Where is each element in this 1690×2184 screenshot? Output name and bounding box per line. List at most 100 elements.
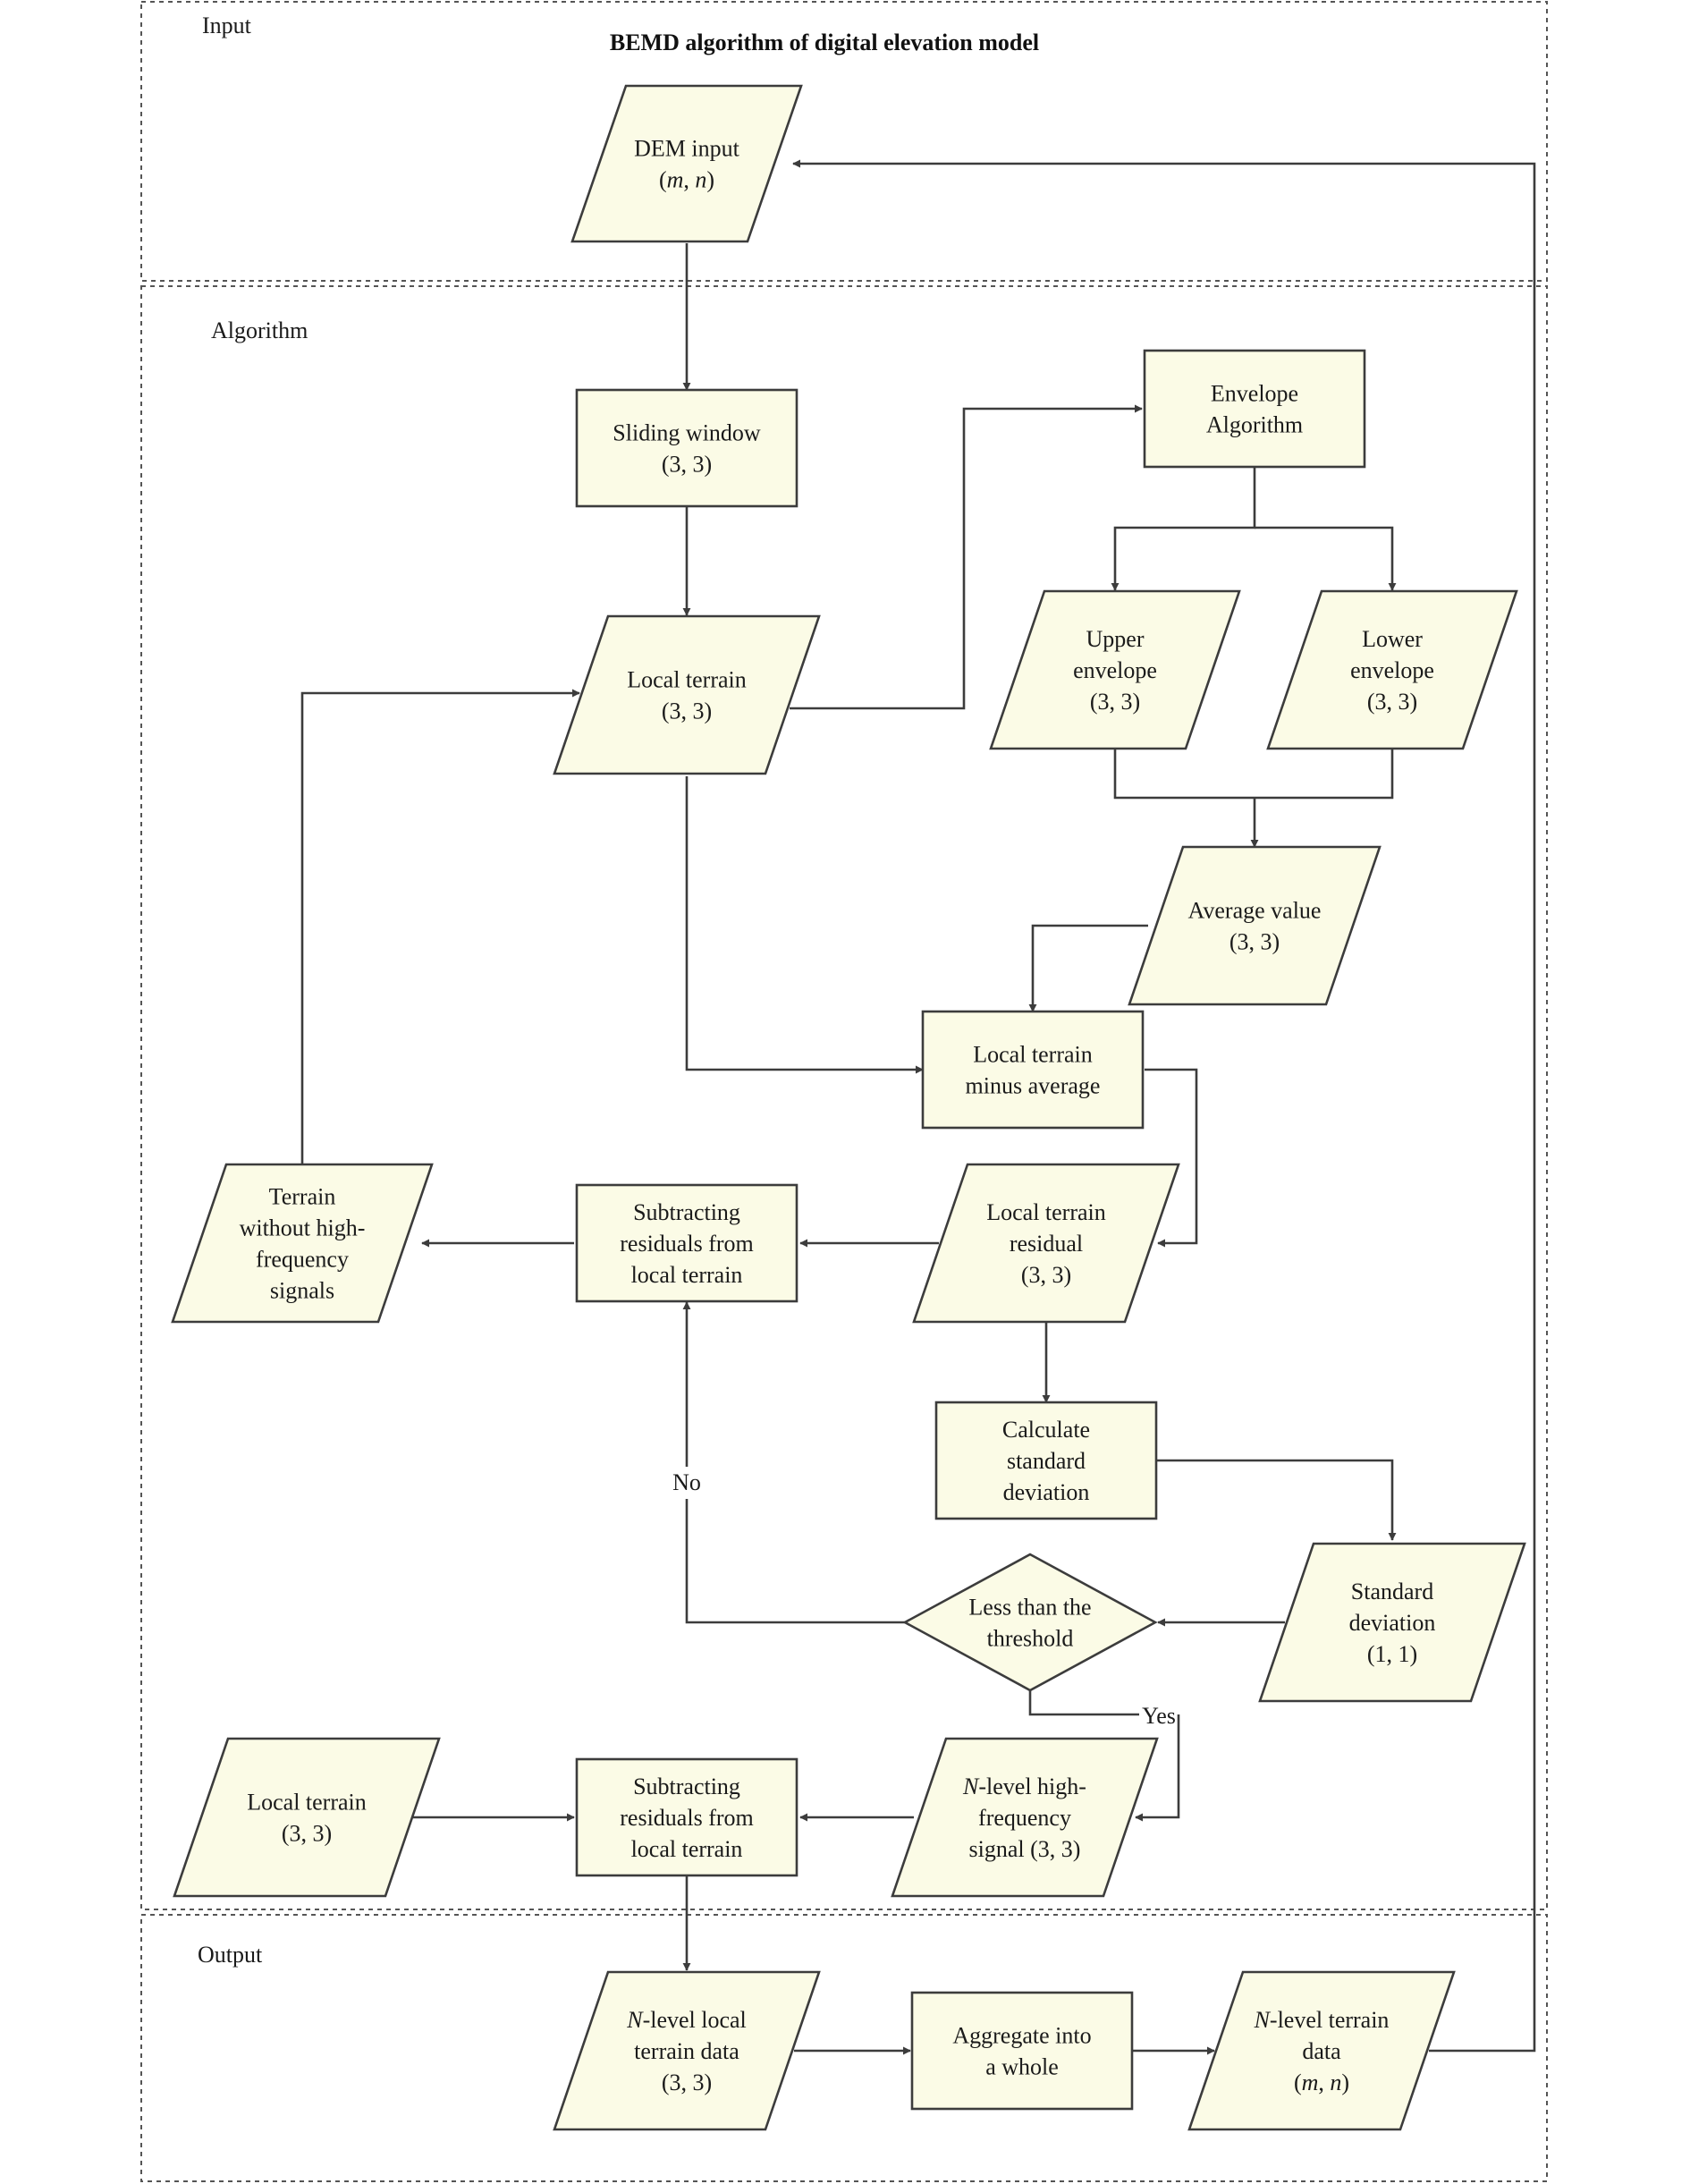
node-label-line: N-level local (626, 2007, 747, 2033)
node-shape (575, 1183, 799, 1303)
edges (300, 159, 1536, 2055)
edge-envelope-to-lower (1255, 526, 1397, 591)
node-shape (891, 1737, 1159, 1898)
no-label-bg (663, 1467, 710, 1499)
node-label-line: DEM input (634, 136, 740, 162)
node-shape (902, 1553, 1158, 1692)
nodes: DEM input (m, n) Sliding window (3, 3) Local… (171, 84, 1526, 2131)
node-label-line: deviation (1349, 1610, 1436, 1636)
node-label-line: terrain data (634, 2038, 739, 2064)
node-dem-input: DEM input (m, n) (570, 84, 803, 243)
node-local-terrain-top: Local terrain(3, 3) (553, 614, 821, 775)
node-lower-envelope: Lower envelope (3, 3) (1266, 589, 1518, 750)
node-shape (1143, 349, 1366, 469)
node-n-level-hf-signal: N-level high-frequency signal (3, 3) (891, 1737, 1159, 1898)
node-label-line: Calculate (1002, 1417, 1090, 1443)
node-label-line: Average value (1188, 898, 1322, 924)
edge-threshold-no (682, 1301, 905, 1624)
node-label-line: Sliding window (613, 420, 761, 446)
yes-label: Yes (1142, 1703, 1176, 1729)
node-label-line: standard (1007, 1448, 1086, 1474)
node-shape (912, 1163, 1180, 1324)
node-label-line: Local terrain (247, 1790, 367, 1816)
node-shape (934, 1401, 1158, 1520)
node-calculate-std: Calculate standard deviation (934, 1401, 1158, 1520)
node-label-line: (3, 3) (1229, 929, 1280, 955)
node-standard-deviation: Standard deviation (1, 1) (1258, 1542, 1526, 1703)
node-label-line: N-level terrain (1254, 2007, 1390, 2033)
node-terrain-without-hf: Terrain without high-frequency signals (171, 1163, 434, 1324)
node-label-line: signals (270, 1278, 334, 1304)
node-shape (553, 1970, 821, 2131)
node-n-level-terrain-data: N-level terrain data (m, n) (1187, 1970, 1456, 2131)
edge-threshold-yes (1028, 1690, 1180, 1817)
node-label-line: residuals from (620, 1805, 753, 1831)
node-label-line: (3, 3) (662, 452, 712, 478)
node-label-line: Lower (1362, 626, 1423, 652)
node-less-than-threshold: Less than the threshold (902, 1553, 1158, 1692)
node-label-line: (3, 3) (1367, 689, 1417, 715)
edge-local-to-minus (685, 776, 924, 1074)
node-label-line: residuals from (620, 1231, 753, 1257)
node-label-line: data (1302, 2038, 1341, 2064)
edge-local-to-envelope (790, 404, 1143, 710)
node-local-terrain-bottom: Local terrain (3, 3) (173, 1737, 441, 1898)
node-label-line: (3, 3) (662, 2070, 712, 2095)
node-label-line: (3, 3) (282, 1821, 332, 1847)
node-label-line: a whole (985, 2054, 1059, 2080)
node-label-line: Terrain (269, 1184, 336, 1210)
algorithm-region-label: Algorithm (211, 317, 308, 343)
edge-upper-lower-to-average (1113, 749, 1394, 847)
node-shape (1187, 1970, 1456, 2131)
node-shape (1266, 589, 1518, 750)
node-label-line: (m, n) (1294, 2070, 1349, 2095)
edge-envelope-to-upper (1111, 467, 1256, 591)
edge-average-to-minus (1028, 924, 1148, 1012)
node-shape (173, 1737, 441, 1898)
node-label-line: Envelope (1211, 381, 1298, 407)
edge-terrain-without-to-local (300, 689, 580, 1164)
node-label-line: frequency (978, 1805, 1071, 1831)
node-label-line: threshold (987, 1626, 1074, 1652)
node-label-line: without high- (240, 1215, 366, 1241)
node-label-line: envelope (1350, 657, 1434, 683)
output-region (140, 1914, 1548, 2182)
node-label-line: (m, n) (659, 167, 714, 193)
node-shape (1258, 1542, 1526, 1703)
node-label-line: Standard (1351, 1579, 1433, 1604)
edge-nterrain-to-dem (792, 159, 1536, 2053)
node-label-line: Less than the (968, 1595, 1091, 1621)
node-label-line: Algorithm (1206, 412, 1303, 438)
edge-minus-to-residual (1145, 1068, 1198, 1248)
node-label-line: Subtracting (633, 1773, 740, 1799)
node-shape (570, 84, 803, 243)
node-label-line: deviation (1003, 1479, 1090, 1505)
node-label-line: frequency (256, 1247, 349, 1273)
node-label-line: Aggregate into (952, 2023, 1091, 2049)
node-label-line: (1, 1) (1367, 1641, 1417, 1667)
node-shape (1128, 845, 1382, 1006)
node-shape (910, 1991, 1134, 2111)
node-label-line: (3, 3) (1090, 689, 1140, 715)
input-region (140, 1, 1548, 282)
node-shape (921, 1010, 1145, 1130)
node-shape (171, 1163, 434, 1324)
node-label-line: signal (3, 3) (969, 1836, 1081, 1862)
no-label: No (672, 1469, 701, 1495)
input-region-label: Input (202, 13, 252, 38)
node-label-line: Local terrain (627, 667, 747, 693)
node-label-line: local terrain (631, 1262, 743, 1288)
node-label-line: Upper (1086, 626, 1145, 652)
node-label-line: residual (1010, 1231, 1083, 1257)
node-label-line: N-level high- (962, 1773, 1086, 1799)
output-region-label: Output (198, 1942, 263, 1968)
node-label-line: Local terrain (973, 1042, 1093, 1068)
algorithm-region (140, 285, 1548, 1910)
node-shape (575, 388, 799, 508)
